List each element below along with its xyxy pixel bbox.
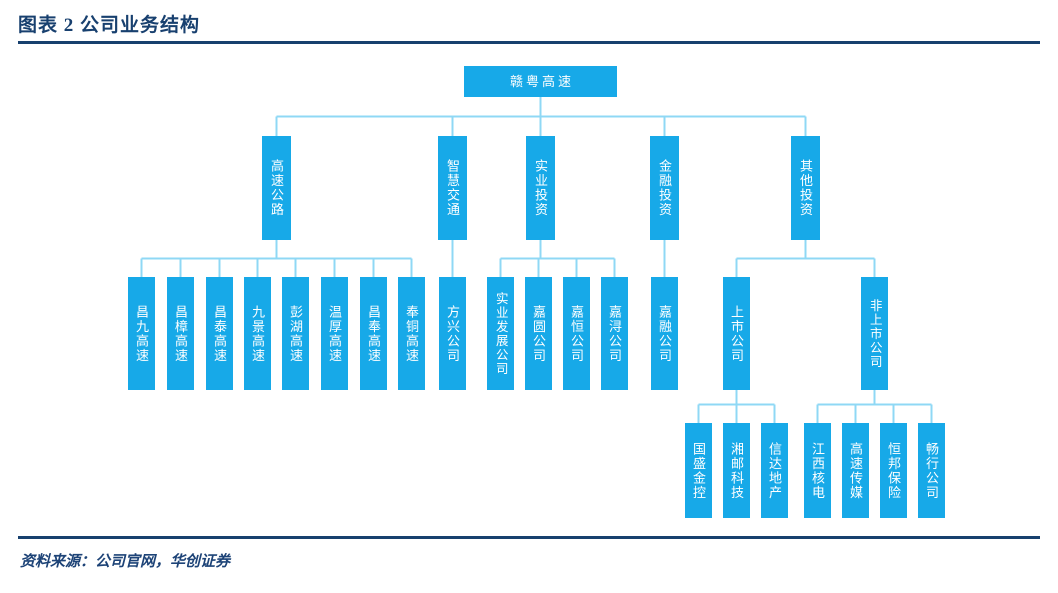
org-node-label: 温厚高速 [327,304,342,363]
org-node-fengtong[interactable]: 奉铜高速 [398,277,425,390]
org-node-jiaheng[interactable]: 嘉恒公司 [563,277,590,390]
org-node-feishangshi[interactable]: 非上市公司 [861,277,888,390]
org-node-changjiu[interactable]: 昌九高速 [128,277,155,390]
org-node-label: 信达地产 [767,441,782,500]
org-node-qita-touzi[interactable]: 其他投资 [791,136,820,240]
header-divider [18,41,1040,44]
org-node-jiaxun[interactable]: 嘉浔公司 [601,277,628,390]
org-node-label: 奉铜高速 [404,304,419,363]
org-node-label: 恒邦保险 [886,441,901,500]
org-node-shangshi[interactable]: 上市公司 [723,277,750,390]
org-node-label: 畅行公司 [924,441,939,500]
header-divider-accent [18,41,276,44]
org-node-label: 方兴公司 [445,304,460,363]
org-node-label: 湘邮科技 [729,441,744,500]
org-node-root[interactable]: 赣粤高速 [464,66,617,97]
figure-source: 资料来源：公司官网，华创证券 [20,554,231,570]
org-node-jiayuan[interactable]: 嘉圆公司 [525,277,552,390]
org-node-label: 高速传媒 [848,441,863,500]
org-node-guoshengjinkong[interactable]: 国盛金控 [685,423,712,518]
org-node-changxinggongsi[interactable]: 畅行公司 [918,423,945,518]
org-node-penghu[interactable]: 彭湖高速 [282,277,309,390]
org-node-label: 上市公司 [729,304,744,363]
org-node-label: 嘉圆公司 [531,304,546,363]
org-node-changzhang[interactable]: 昌樟高速 [167,277,194,390]
org-node-fangxing[interactable]: 方兴公司 [439,277,466,390]
org-node-label: 九景高速 [250,304,265,363]
org-node-jinrong-touzi[interactable]: 金融投资 [650,136,679,240]
org-node-label: 昌泰高速 [212,304,227,363]
org-node-label: 高速公路 [269,159,284,217]
org-node-zhihui-jiaotong[interactable]: 智慧交通 [438,136,467,240]
org-node-jiarong[interactable]: 嘉融公司 [651,277,678,390]
org-node-label: 实业发展公司 [493,291,508,376]
org-node-shiye-touzi[interactable]: 实业投资 [526,136,555,240]
org-node-label: 嘉浔公司 [607,304,622,363]
org-node-gaosu-gonglu[interactable]: 高速公路 [262,136,291,240]
footer-divider-accent [18,536,273,539]
figure-header: 图表 2 公司业务结构 [18,10,1040,44]
org-node-label: 嘉融公司 [657,304,672,363]
org-node-label: 智慧交通 [445,159,460,217]
org-node-label: 昌九高速 [134,304,149,363]
org-node-label: 嘉恒公司 [569,304,584,363]
org-node-xiangyoukeji[interactable]: 湘邮科技 [723,423,750,518]
org-node-jiujing[interactable]: 九景高速 [244,277,271,390]
org-node-hengbangbaoxian[interactable]: 恒邦保险 [880,423,907,518]
org-node-xindadichan[interactable]: 信达地产 [761,423,788,518]
org-node-label: 江西核电 [810,441,825,500]
org-node-changfeng[interactable]: 昌奉高速 [360,277,387,390]
org-node-label: 实业投资 [533,159,548,217]
org-node-changtai[interactable]: 昌泰高速 [206,277,233,390]
org-node-label: 昌奉高速 [366,304,381,363]
org-node-label: 昌樟高速 [173,304,188,363]
org-node-label: 彭湖高速 [288,304,303,363]
page-title: 图表 2 公司业务结构 [18,15,201,36]
org-node-shiyefazhan[interactable]: 实业发展公司 [487,277,514,390]
footer-divider [18,536,1040,539]
org-node-label: 国盛金控 [691,441,706,500]
org-node-gaosuchuanmei[interactable]: 高速传媒 [842,423,869,518]
org-node-label: 金融投资 [657,159,672,217]
org-node-label: 其他投资 [798,159,813,217]
org-node-label: 非上市公司 [867,298,882,369]
org-node-jiangxihedian[interactable]: 江西核电 [804,423,831,518]
org-node-label: 赣粤高速 [509,73,574,89]
org-node-wenhou[interactable]: 温厚高速 [321,277,348,390]
